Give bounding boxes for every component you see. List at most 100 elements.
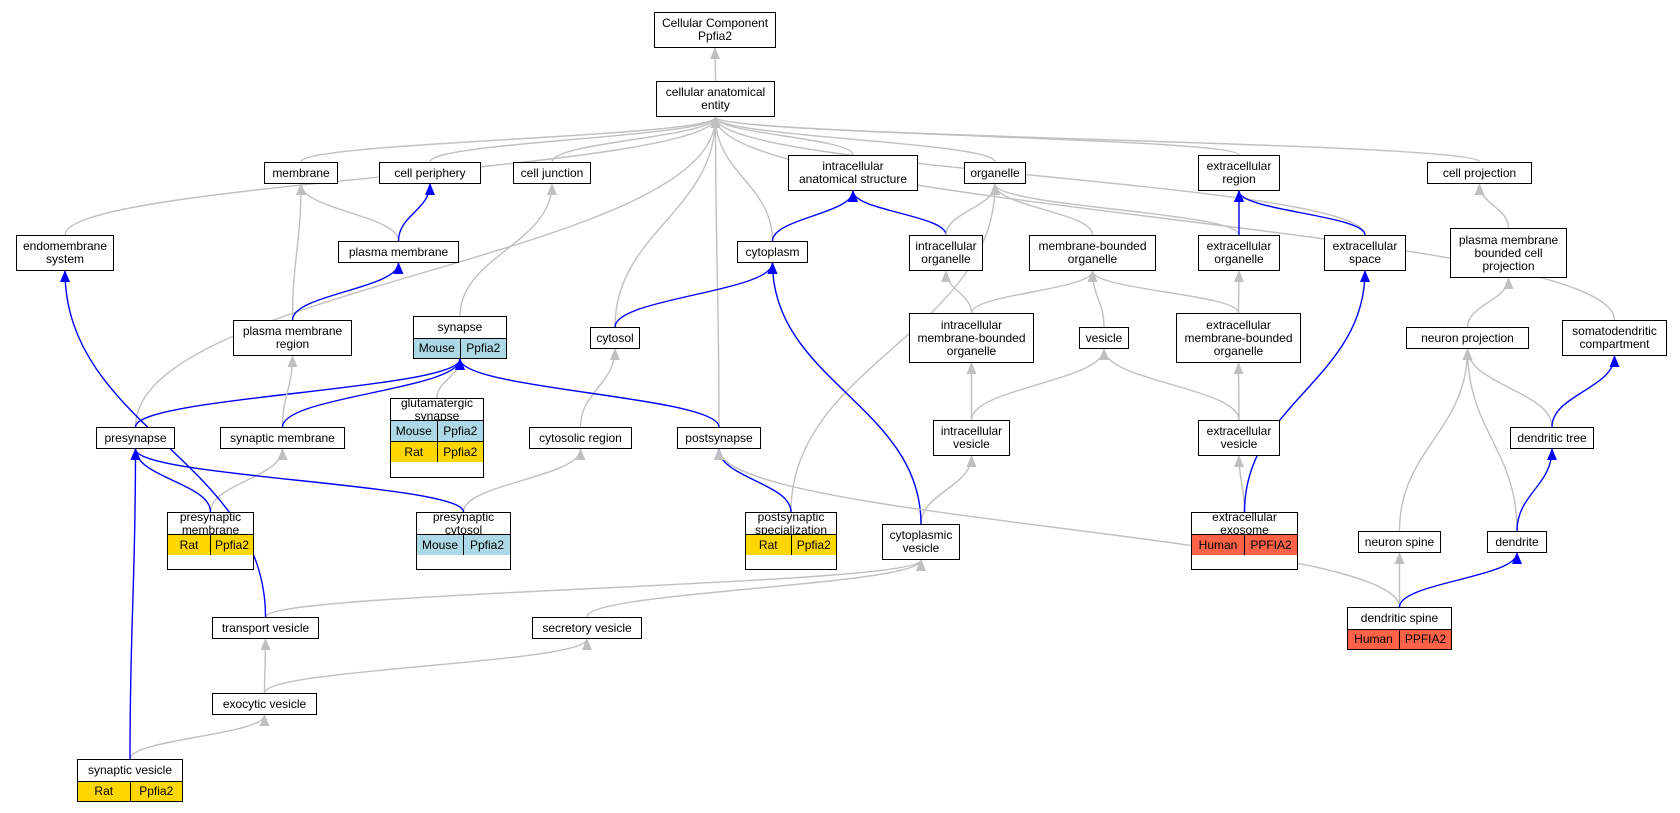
is-a-edge-cytosol-to-cae	[614, 116, 721, 328]
node-label: vesicle	[1085, 330, 1123, 345]
node-dendritic-tree[interactable]: dendritic tree	[1510, 427, 1594, 449]
node-vesicle[interactable]: vesicle	[1079, 327, 1129, 349]
is-a-edge-presynaptic-membrane-to-synaptic-membrane	[209, 448, 288, 513]
node-neuron-projection[interactable]: neuron projection	[1406, 327, 1529, 349]
node-intra-mb-organelle[interactable]: intracellular membrane-bounded organelle	[909, 313, 1034, 363]
node-membrane-bounded-organelle[interactable]: membrane-bounded organelle	[1029, 235, 1156, 271]
is-a-edge-organelle-to-cae	[710, 116, 996, 163]
annotation-gene: Ppfia2	[129, 782, 183, 801]
node-root[interactable]: Cellular Component Ppfia2	[654, 12, 776, 48]
annotation-species: Rat	[179, 537, 199, 552]
node-label: exocytic vesicle	[222, 696, 307, 711]
node-label: postsynaptic specialization	[754, 509, 828, 537]
node-transport-vesicle[interactable]: transport vesicle	[212, 617, 319, 639]
is-a-edge-cell-junction-to-cae	[551, 116, 721, 163]
node-synaptic-membrane[interactable]: synaptic membrane	[220, 427, 345, 449]
annotation-species: Human	[1198, 537, 1238, 552]
node-label: cellular anatomical entity	[665, 85, 766, 112]
is-a-edge-membrane-bounded-organelle-to-organelle	[990, 183, 1094, 236]
node-secretory-vesicle[interactable]: secretory vesicle	[532, 617, 642, 639]
is-a-edge-exocytic-vesicle-to-transport-vesicle	[260, 638, 271, 694]
node-intracellular-vesicle[interactable]: intracellular vesicle	[933, 420, 1010, 456]
node-label: intracellular membrane-bounded organelle	[917, 317, 1026, 358]
is-a-edge-dendritic-tree-to-neuron-projection	[1462, 348, 1553, 428]
node-label: synapse	[437, 320, 483, 334]
node-intracellular-organelle[interactable]: intracellular organelle	[909, 235, 983, 271]
is-a-edge-extracellular-exosome-to-extracellular-vesicle	[1234, 455, 1246, 513]
node-label: extracellular membrane-bounded organelle	[1184, 317, 1293, 358]
node-extracellular-space[interactable]: extracellular space	[1324, 235, 1406, 271]
part-of-edge-synaptic-membrane-to-synapse	[281, 358, 465, 428]
node-somatodendritic[interactable]: somatodendritic compartment	[1562, 320, 1667, 356]
node-label: synaptic membrane	[230, 430, 335, 445]
annotation-species: Mouse	[418, 341, 455, 355]
is-a-edge-plasma-membrane-to-membrane	[296, 183, 400, 242]
is-a-edge-extracellular-organelle-to-organelle	[990, 183, 1240, 236]
node-label: intracellular vesicle	[940, 424, 1003, 451]
node-organelle[interactable]: organelle	[964, 162, 1026, 184]
is-a-edge-dendrite-to-neuron-projection	[1462, 348, 1518, 532]
annotation-gene: Ppfia2	[790, 535, 837, 555]
is-a-edge-extracellular-vesicle-to-extra-mb-organelle	[1233, 362, 1244, 421]
node-cae[interactable]: cellular anatomical entity	[656, 81, 775, 117]
node-cell-projection[interactable]: cell projection	[1427, 162, 1532, 184]
node-pm-region[interactable]: plasma membrane region	[233, 320, 352, 356]
node-label: neuron spine	[1364, 534, 1435, 549]
node-extracellular-vesicle[interactable]: extracellular vesicle	[1198, 420, 1280, 456]
annotation-species: Mouse	[395, 423, 432, 438]
node-intracellular-structure[interactable]: intracellular anatomical structure	[788, 155, 918, 191]
node-label: plasma membrane region	[242, 324, 343, 351]
part-of-edge-dendritic-tree-to-somatodendritic	[1551, 355, 1620, 428]
node-extracellular-region[interactable]: extracellular region	[1198, 155, 1280, 191]
node-exocytic-vesicle[interactable]: exocytic vesicle	[212, 693, 317, 715]
node-presynapse[interactable]: presynapse	[96, 427, 175, 449]
node-label: glutamatergic synapse	[400, 395, 474, 423]
node-label: secretory vesicle	[542, 620, 632, 635]
node-plasma-membrane[interactable]: plasma membrane	[338, 241, 459, 263]
node-cytosol[interactable]: cytosol	[590, 327, 640, 349]
node-membrane[interactable]: membrane	[264, 162, 338, 184]
is-a-edge-pm-bounded-projection-to-cell-projection	[1474, 183, 1510, 229]
node-neuron-spine[interactable]: neuron spine	[1358, 531, 1441, 553]
is-a-edge-neuron-projection-to-pm-bounded-projection	[1466, 277, 1514, 328]
node-pm-bounded-projection[interactable]: plasma membrane bounded cell projection	[1450, 228, 1567, 278]
part-of-edge-presynapse-to-synapse	[134, 358, 465, 428]
node-cell-junction[interactable]: cell junction	[513, 162, 591, 184]
part-of-edge-presynaptic-membrane-to-presynapse	[130, 448, 212, 513]
node-label: Cellular Component Ppfia2	[661, 16, 769, 43]
node-label: extracellular region	[1206, 159, 1272, 186]
node-cytoplasmic-vesicle[interactable]: cytoplasmic vesicle	[882, 524, 960, 560]
node-cytosolic-region[interactable]: cytosolic region	[529, 427, 632, 449]
is-a-edge-intracellular-structure-to-cae	[710, 116, 854, 156]
node-postsynapse[interactable]: postsynapse	[677, 427, 761, 449]
annotation-gene: Ppfia2	[436, 421, 484, 441]
is-a-edge-neuron-spine-to-neuron-projection	[1398, 348, 1473, 532]
node-label: cytosolic region	[539, 430, 622, 445]
node-cytoplasm[interactable]: cytoplasm	[737, 241, 808, 263]
node-extra-mb-organelle[interactable]: extracellular membrane-bounded organelle	[1176, 313, 1301, 363]
is-a-edge-synaptic-membrane-to-pm-region	[281, 355, 298, 428]
annotation-gene: PPFIA2	[1399, 630, 1451, 649]
node-label: cytosol	[596, 330, 634, 345]
node-cell-periphery[interactable]: cell periphery	[379, 162, 481, 184]
is-a-edge-dendritic-spine-to-postsynapse	[714, 448, 1401, 608]
node-extracellular-organelle[interactable]: extracellular organelle	[1198, 235, 1280, 271]
node-label: somatodendritic compartment	[1572, 324, 1657, 351]
node-endomembrane[interactable]: endomembrane system	[16, 235, 114, 271]
node-label: dendritic spine	[1360, 611, 1439, 625]
node-dendrite[interactable]: dendrite	[1487, 531, 1547, 553]
